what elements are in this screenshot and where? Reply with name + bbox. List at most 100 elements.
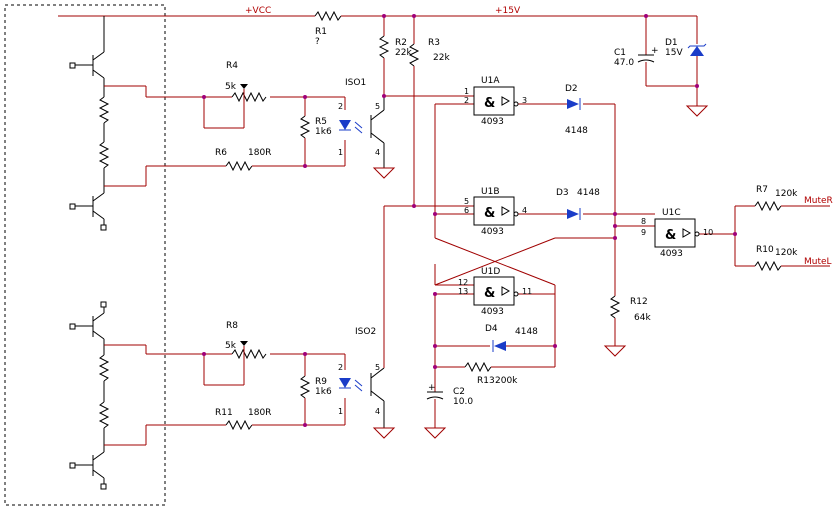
u1a-ref: U1A [481, 76, 500, 86]
ground-r12 [603, 345, 627, 357]
r11-ref: R11 [215, 408, 233, 418]
r9-ref: R9 [315, 377, 327, 387]
d2-value: 4148 [565, 126, 588, 136]
r3-ref: R3 [428, 38, 440, 48]
u1c-ref: U1C [662, 208, 681, 218]
iso2-pin-2: 2 [338, 363, 343, 372]
d3-ref: D3 [556, 188, 569, 198]
r6-ref: R6 [215, 148, 227, 158]
ground-c2 [423, 427, 447, 439]
r13-ref: R13 [477, 376, 495, 386]
gate-u1a [473, 86, 519, 116]
r12-value: 64k [634, 313, 651, 323]
transistor-q4 [69, 451, 107, 490]
d3-diode [567, 208, 581, 220]
c2-value: 10.0 [453, 397, 473, 407]
iso1-pin-4: 4 [375, 148, 380, 157]
u1d-pin-12: 12 [458, 278, 468, 287]
r6-value: 180R [248, 148, 271, 158]
mute-l-label: MuteL [804, 257, 832, 267]
d4-diode [492, 340, 506, 352]
d4-value: 4148 [515, 327, 538, 337]
transistor-q1 [69, 16, 105, 97]
c2-ref: C2 [453, 387, 465, 397]
iso1-optocoupler [339, 96, 385, 168]
left-resistor-stack-top [98, 85, 147, 193]
r7-ref: R7 [756, 185, 768, 195]
r8-ref: R8 [226, 321, 238, 331]
u1d-ref: U1D [481, 267, 500, 277]
r5-ref: R5 [315, 117, 327, 127]
r9-value: 1k6 [315, 387, 332, 397]
iso1-pin-2: 2 [338, 102, 343, 111]
iso2-pin-5: 5 [375, 363, 380, 372]
r4-value: 5k [225, 82, 237, 92]
ground-d1 [685, 105, 709, 117]
d2-ref: D2 [565, 84, 578, 94]
gate-u1c [654, 218, 700, 248]
r2-ref: R2 [395, 38, 407, 48]
u1c-value: 4093 [660, 249, 683, 259]
u1d-pin-13: 13 [458, 287, 468, 296]
u1a-pin-1: 1 [464, 87, 469, 96]
mute-r-label: MuteR [804, 196, 833, 206]
u1d-symbol: & [484, 286, 495, 301]
u1b-pin-5: 5 [464, 197, 469, 206]
u1c-pin-10: 10 [703, 228, 713, 237]
u1a-value: 4093 [481, 117, 504, 127]
ground-iso2 [372, 427, 396, 439]
d4-ref: D4 [485, 324, 498, 334]
r1-value: ? [315, 37, 320, 47]
r7-value: 120k [775, 189, 798, 199]
left-resistor-stack-bottom [98, 339, 147, 452]
u1d-value: 4093 [481, 307, 504, 317]
u1c-pin-8: 8 [641, 217, 646, 226]
gate-u1b [473, 196, 519, 226]
r5-value: 1k6 [315, 127, 332, 137]
input-block-outline [4, 4, 166, 506]
u1c-pin-9: 9 [641, 228, 646, 237]
u1a-symbol: & [484, 96, 495, 111]
transistor-q3 [69, 301, 107, 340]
v15-net-label: +15V [495, 6, 521, 16]
r3-resistor [408, 16, 420, 206]
vcc-rail [58, 10, 697, 22]
gate-u1d [473, 276, 519, 306]
d1-zener [687, 16, 707, 106]
u1d-pin-11: 11 [522, 287, 532, 296]
d1-value: 15V [665, 48, 683, 58]
c1-value: 47.0 [614, 58, 634, 68]
iso2-pin-4: 4 [375, 407, 380, 416]
iso1-pin-1: 1 [338, 148, 343, 157]
r11-value: 180R [248, 408, 271, 418]
c1-capacitor [637, 16, 697, 87]
r1-ref: R1 [315, 27, 327, 37]
c2-plus: + [428, 383, 436, 393]
r4-ref: R4 [226, 61, 238, 71]
u1a-pin-2: 2 [464, 96, 469, 105]
u1b-pin-6: 6 [464, 206, 469, 215]
r10-value: 120k [775, 248, 798, 258]
iso2-pin-1: 1 [338, 407, 343, 416]
vcc-net-label: +VCC [245, 6, 271, 16]
u1c-symbol: & [665, 228, 676, 243]
u1b-pin-4: 4 [522, 206, 527, 215]
r8-value: 5k [225, 341, 237, 351]
r10-ref: R10 [756, 245, 774, 255]
iso2-optocoupler [339, 367, 385, 428]
iso2-ref: ISO2 [355, 327, 376, 337]
u1b-symbol: & [484, 206, 495, 221]
r3-value: 22k [433, 53, 450, 63]
r2-resistor [378, 16, 390, 96]
c1-plus: + [651, 46, 659, 56]
c1-ref: C1 [614, 48, 626, 58]
d1-ref: D1 [665, 38, 678, 48]
upper-input-network [146, 84, 346, 172]
d3-value: 4148 [577, 188, 600, 198]
d2-diode [567, 98, 581, 110]
lower-input-network [146, 341, 346, 431]
u1b-value: 4093 [481, 227, 504, 237]
ground-iso1 [372, 167, 396, 179]
